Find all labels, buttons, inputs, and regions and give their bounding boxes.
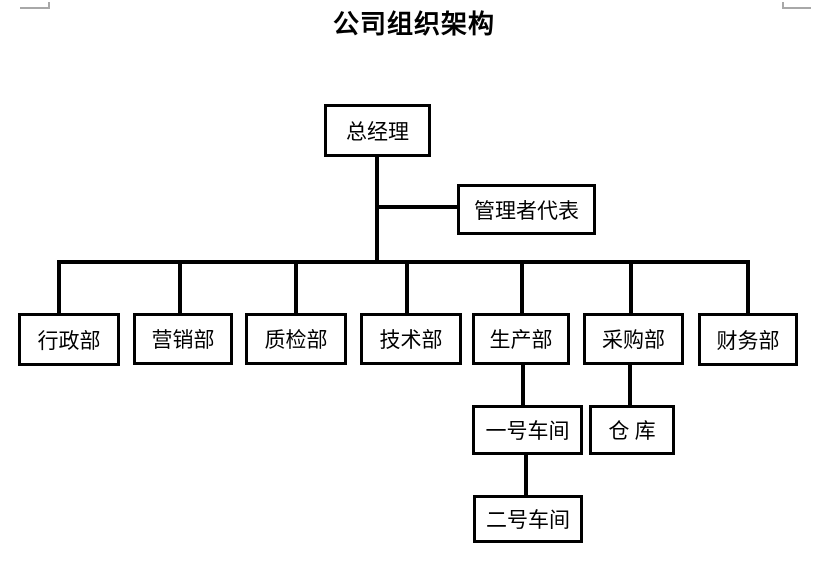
node-quality-dept[interactable]: 质检部 bbox=[245, 313, 347, 365]
node-production-dept-label: 生产部 bbox=[489, 328, 553, 352]
connector-drop-quality bbox=[294, 262, 298, 313]
margin-corner-mark-right bbox=[782, 2, 811, 9]
node-management-representative[interactable]: 管理者代表 bbox=[457, 184, 596, 235]
node-warehouse-label: 仓 库 bbox=[608, 419, 656, 443]
node-procurement-dept[interactable]: 采购部 bbox=[583, 313, 684, 365]
connector-drop-marketing bbox=[178, 262, 182, 313]
node-tech-dept-label: 技术部 bbox=[379, 328, 443, 352]
connector-workshop1-to-workshop2 bbox=[524, 455, 528, 495]
node-workshop-2-label: 二号车间 bbox=[486, 508, 570, 532]
connector-drop-admin bbox=[57, 262, 61, 313]
node-finance-dept[interactable]: 财务部 bbox=[698, 313, 798, 366]
node-admin-dept[interactable]: 行政部 bbox=[18, 313, 120, 366]
node-workshop-2[interactable]: 二号车间 bbox=[473, 495, 583, 543]
connector-procurement-to-warehouse bbox=[628, 365, 632, 405]
connector-drop-procurement bbox=[629, 262, 633, 313]
node-quality-dept-label: 质检部 bbox=[264, 328, 328, 352]
connector-production-to-workshop1 bbox=[521, 365, 525, 405]
node-finance-dept-label: 财务部 bbox=[716, 328, 780, 353]
page-title: 公司组织架构 bbox=[332, 10, 495, 39]
node-production-dept[interactable]: 生产部 bbox=[472, 313, 570, 365]
node-marketing-dept-label: 营销部 bbox=[151, 328, 215, 352]
margin-corner-mark-left bbox=[20, 2, 50, 9]
node-management-representative-label: 管理者代表 bbox=[474, 198, 579, 223]
connector-drop-tech bbox=[405, 262, 409, 313]
connector-gm-to-management-rep bbox=[377, 205, 457, 209]
node-tech-dept[interactable]: 技术部 bbox=[360, 313, 462, 365]
node-procurement-dept-label: 采购部 bbox=[602, 328, 665, 352]
node-warehouse[interactable]: 仓 库 bbox=[589, 405, 675, 455]
node-workshop-1-label: 一号车间 bbox=[485, 419, 570, 443]
connector-drop-production bbox=[520, 262, 524, 313]
node-workshop-1[interactable]: 一号车间 bbox=[472, 405, 583, 455]
connector-horizontal-bus bbox=[57, 260, 750, 264]
connector-gm-to-bus bbox=[375, 156, 379, 262]
node-general-manager[interactable]: 总经理 bbox=[324, 104, 431, 157]
connector-drop-finance bbox=[746, 262, 750, 313]
node-admin-dept-label: 行政部 bbox=[37, 328, 101, 353]
node-general-manager-label: 总经理 bbox=[346, 119, 409, 144]
node-marketing-dept[interactable]: 营销部 bbox=[133, 313, 233, 365]
